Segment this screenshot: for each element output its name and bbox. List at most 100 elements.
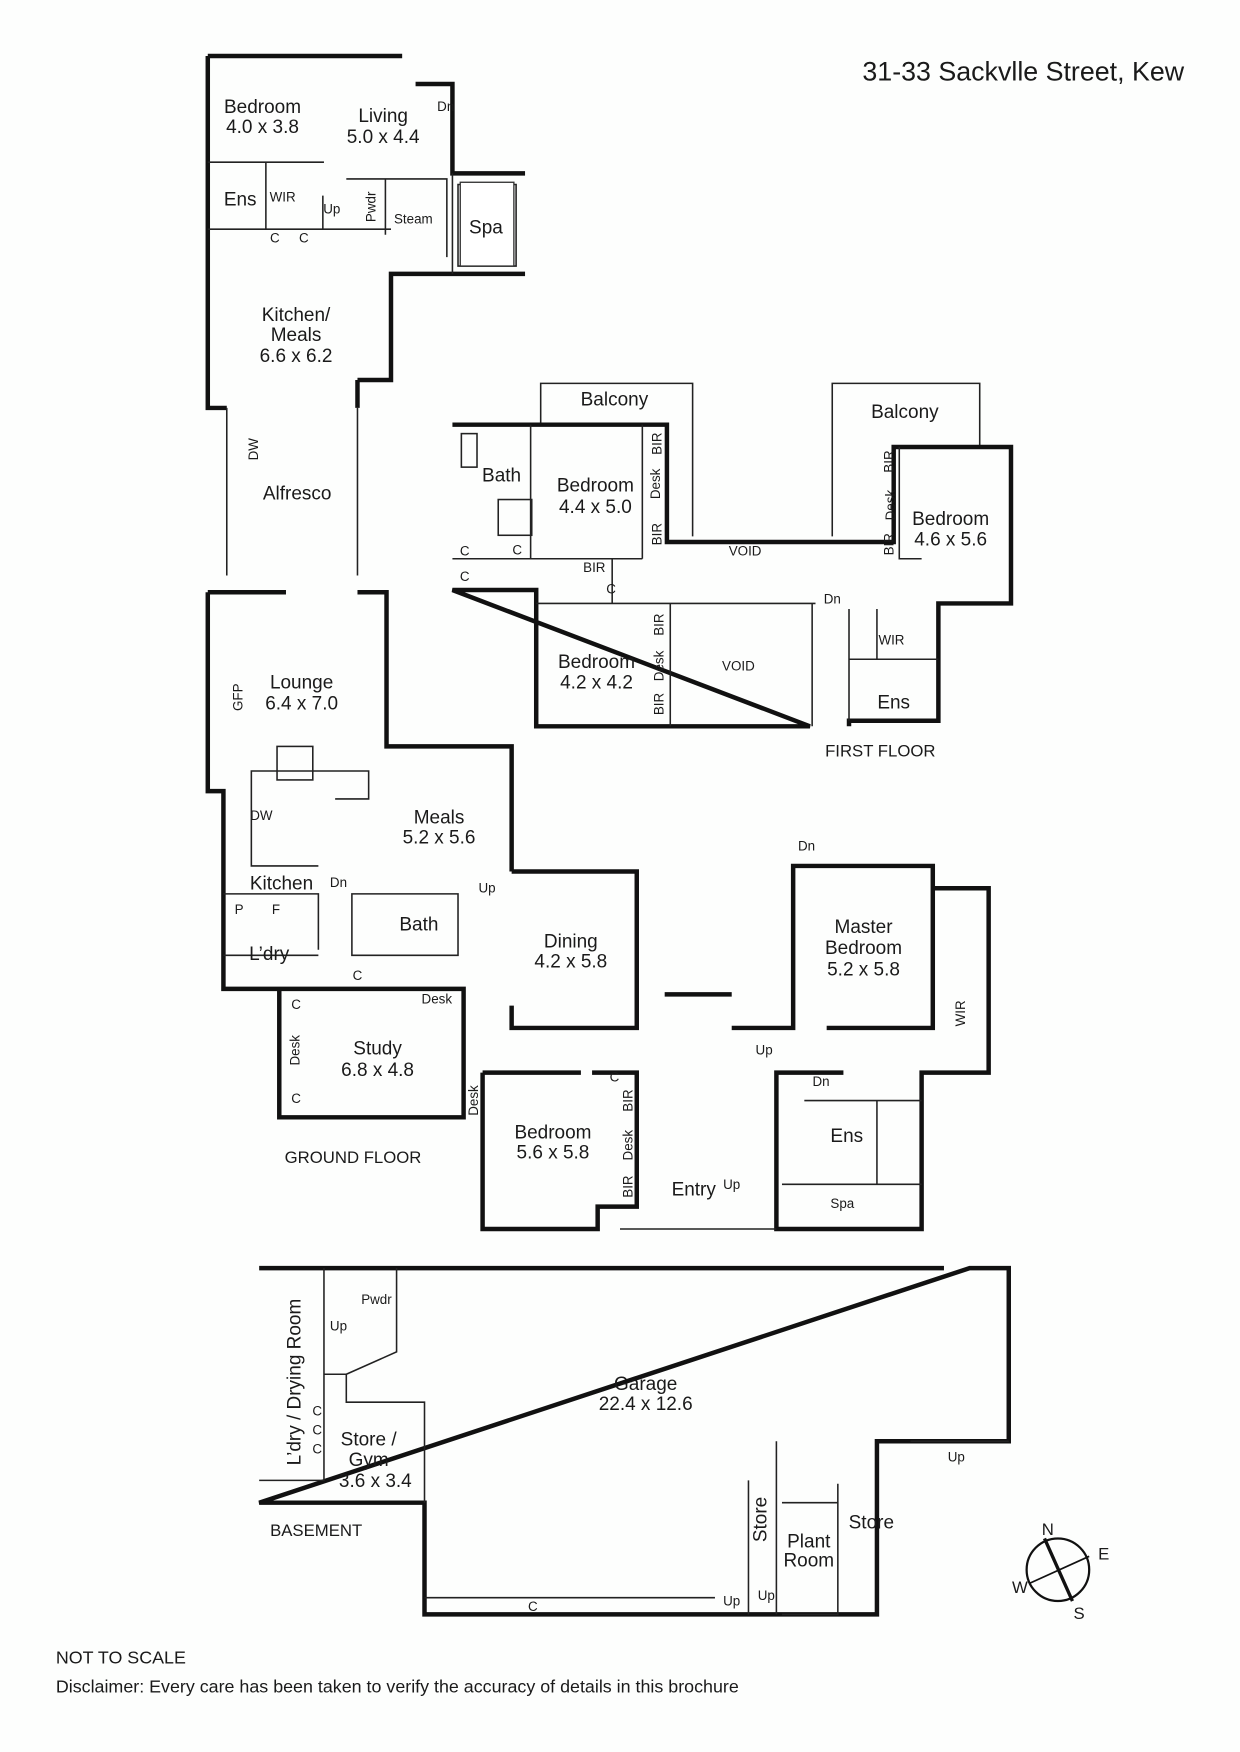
- room-name: Plant: [787, 1531, 831, 1552]
- room-name: Steam: [394, 212, 433, 227]
- small-label: WIR: [953, 1000, 968, 1026]
- room-name: Bath: [399, 915, 438, 936]
- property-address: 31-33 Sackvlle Street, Kew: [862, 57, 1184, 87]
- small-label: C: [299, 231, 309, 246]
- room-size: 6.8 x 4.8: [341, 1060, 414, 1081]
- ground-floor: [205, 53, 991, 1232]
- stair-label: Up: [330, 1319, 347, 1334]
- small-label: DW: [250, 808, 273, 823]
- ground-floor-labels: Bedroom 4.0 x 3.8 Living 5.0 x 4.4 Kitch…: [224, 97, 968, 1211]
- small-label: BIR: [620, 1175, 635, 1198]
- room-name: Bedroom: [558, 652, 635, 673]
- small-label: Desk: [466, 1085, 481, 1116]
- room-size: 4.2 x 5.8: [534, 952, 607, 973]
- small-label: C: [312, 1404, 322, 1419]
- room-name: L’dry / Drying Room: [285, 1299, 306, 1466]
- small-label: Desk: [287, 1035, 302, 1066]
- room-name: Ens: [877, 692, 910, 713]
- stair-label: Up: [723, 1593, 740, 1608]
- stair-label: Up: [756, 1043, 773, 1058]
- stair-label: Up: [758, 1588, 775, 1603]
- room-name: Garage: [614, 1374, 677, 1395]
- compass-s: S: [1074, 1604, 1085, 1623]
- small-label: DW: [246, 438, 261, 461]
- not-to-scale-note: NOT TO SCALE: [56, 1648, 186, 1668]
- room-name: Study: [353, 1039, 402, 1060]
- room-name: Store: [750, 1497, 771, 1542]
- room-name: Kitchen/: [262, 305, 331, 326]
- small-label: C: [460, 543, 470, 558]
- room-name: Spa: [830, 1196, 854, 1211]
- compass-e: E: [1098, 1545, 1109, 1564]
- room-name: Bedroom: [912, 509, 989, 530]
- first-floor-labels: Balcony Balcony Bath Bedroom 4.4 x 5.0 B…: [460, 390, 989, 761]
- room-size: 5.2 x 5.8: [827, 959, 900, 980]
- room-size: 4.6 x 5.6: [914, 529, 987, 550]
- small-label: BIR: [649, 432, 664, 455]
- room-name: Balcony: [581, 390, 649, 411]
- small-label: C: [291, 1091, 301, 1106]
- stair-label: Up: [479, 881, 496, 896]
- small-label: BIR: [620, 1089, 635, 1112]
- basement: [258, 1265, 1011, 1617]
- room-name: Store /: [341, 1430, 398, 1451]
- room-size: 6.6 x 6.2: [260, 346, 333, 367]
- room-name: Bedroom: [557, 476, 634, 497]
- stair-label: Dn: [824, 591, 841, 606]
- small-label: BIR: [882, 450, 897, 473]
- floor-label-basement: BASEMENT: [270, 1521, 362, 1540]
- room-name: Bedroom: [514, 1123, 591, 1144]
- stair-label: Dn: [330, 875, 347, 890]
- room-size: 6.4 x 7.0: [265, 694, 338, 715]
- stair-label: Up: [948, 1449, 965, 1464]
- small-label: BIR: [649, 523, 664, 546]
- room-name: Ens: [224, 190, 257, 211]
- small-label: BIR: [882, 533, 897, 556]
- room-size: 22.4 x 12.6: [599, 1394, 693, 1415]
- stair-label: Up: [723, 1177, 740, 1192]
- room-name: Pwdr: [361, 1292, 392, 1307]
- small-label: C: [270, 231, 280, 246]
- small-label: Desk: [620, 1130, 635, 1161]
- room-name: Balcony: [871, 402, 939, 423]
- stair-label: Dn: [437, 99, 454, 114]
- small-label: C: [353, 968, 363, 983]
- small-label: F: [272, 902, 280, 917]
- room-name: L’dry: [249, 944, 290, 965]
- room-size: 4.0 x 3.8: [226, 117, 299, 138]
- floor-label-ground: GROUND FLOOR: [285, 1148, 422, 1167]
- small-label: BIR: [652, 613, 667, 636]
- room-name: Gym: [349, 1450, 389, 1471]
- room-size: 4.4 x 5.0: [559, 497, 632, 518]
- room-name: Alfresco: [263, 484, 332, 505]
- basement-labels: L’dry / Drying Room Pwdr Store / Gym 3.6…: [270, 1292, 965, 1614]
- room-name: Spa: [469, 218, 503, 239]
- stair-label: Up: [323, 202, 340, 217]
- compass-icon: N E W S: [1012, 1520, 1109, 1623]
- room-size: 4.2 x 4.2: [560, 672, 633, 693]
- room-name: Bedroom: [224, 97, 301, 118]
- floor-label-first: FIRST FLOOR: [825, 741, 935, 760]
- small-label: Desk: [652, 650, 667, 681]
- small-label: BIR: [652, 692, 667, 715]
- room-name: Ens: [830, 1126, 863, 1147]
- room-name: Store: [849, 1512, 894, 1533]
- void-label: VOID: [722, 658, 755, 673]
- small-label: C: [528, 1599, 538, 1614]
- small-label: C: [460, 569, 470, 584]
- room-name: Master: [835, 917, 893, 938]
- room-name: Room: [783, 1550, 834, 1571]
- room-size: 5.2 x 5.6: [403, 828, 476, 849]
- small-label: GFP: [230, 683, 245, 711]
- room-name: Bath: [482, 466, 521, 487]
- stair-label: Dn: [813, 1074, 830, 1089]
- room-size: 3.6 x 3.4: [339, 1471, 412, 1492]
- compass-n: N: [1042, 1520, 1054, 1539]
- room-name: Entry: [672, 1179, 717, 1200]
- room-size: 5.0 x 4.4: [347, 127, 420, 148]
- small-label: BIR: [583, 560, 606, 575]
- small-label: C: [512, 542, 522, 557]
- room-name: Meals: [414, 807, 465, 828]
- small-label: WIR: [878, 633, 904, 648]
